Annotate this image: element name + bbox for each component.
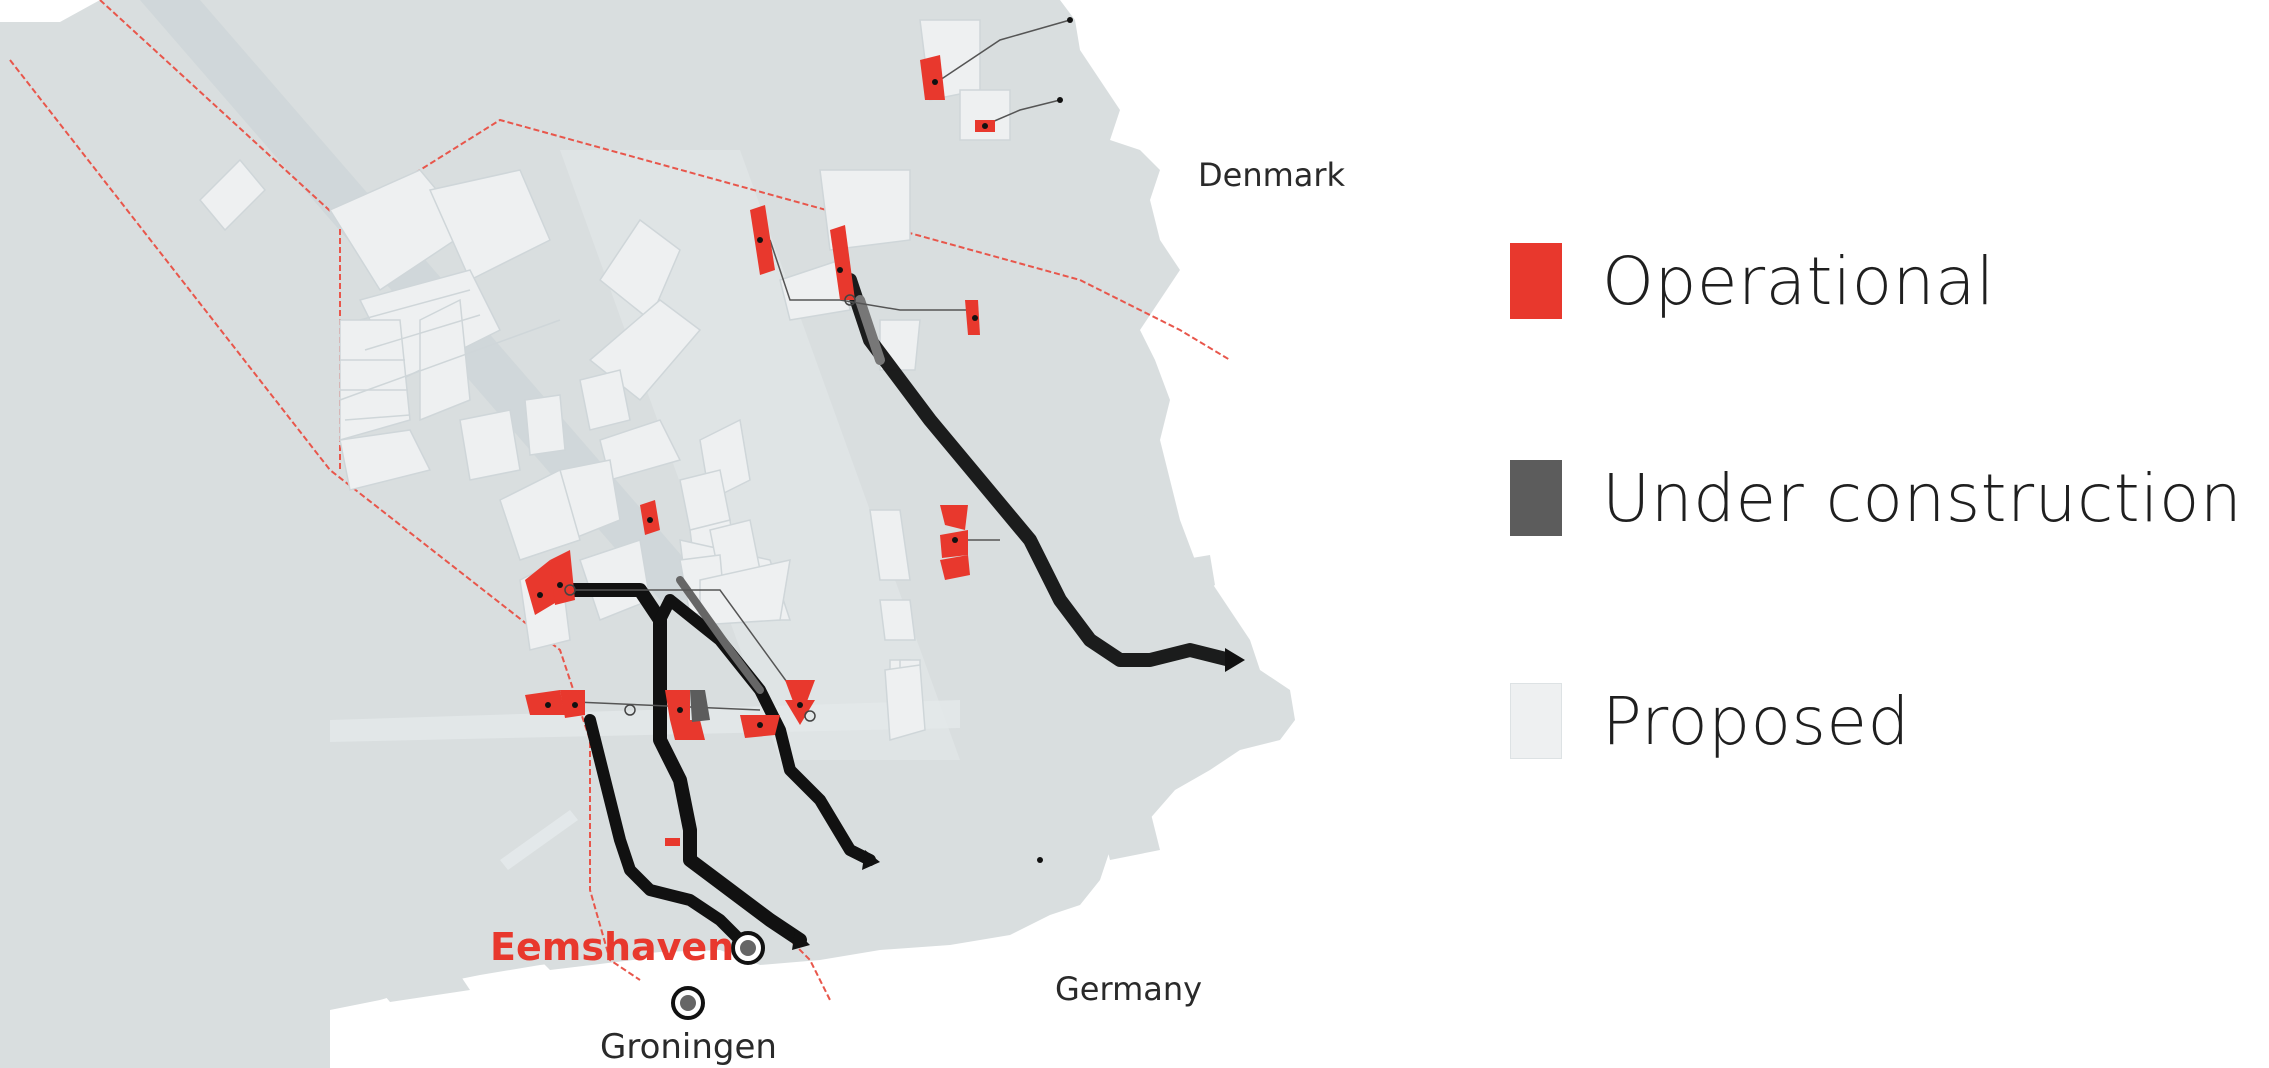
offshore-wind-map: Denmark Germany Groningen Eemshaven xyxy=(0,0,1500,1068)
land-area xyxy=(700,0,1500,1068)
island xyxy=(540,945,650,970)
legend-swatch-under-construction xyxy=(1510,460,1562,536)
place-label-germany: Germany xyxy=(1055,970,1202,1008)
hub-markers xyxy=(564,294,856,722)
island xyxy=(380,975,470,1002)
legend-label-operational: Operational xyxy=(1602,242,1995,320)
island xyxy=(1180,555,1215,600)
zone-gridlines xyxy=(339,289,561,421)
island xyxy=(1150,680,1200,730)
island xyxy=(1080,750,1120,800)
legend-label-under-construction: Under construction xyxy=(1602,459,2243,537)
eemshaven-marker xyxy=(731,931,765,965)
legend: Operational Under construction Proposed xyxy=(1510,220,2250,780)
land-area xyxy=(330,950,760,1068)
groningen-marker xyxy=(671,986,705,1020)
under-construction-farm xyxy=(690,690,710,722)
export-cables xyxy=(563,273,1237,947)
island xyxy=(1132,470,1170,520)
island xyxy=(1100,810,1160,860)
shipping-lane xyxy=(500,810,578,870)
legend-swatch-proposed xyxy=(1510,683,1562,759)
cable-arrow xyxy=(1225,648,1245,672)
legend-item-under-construction: Under construction xyxy=(1510,457,2242,539)
legend-swatch-operational xyxy=(1510,243,1562,319)
cable-arrow xyxy=(862,850,880,870)
legend-item-operational: Operational xyxy=(1510,240,1995,322)
place-label-denmark: Denmark xyxy=(1198,156,1346,194)
land-area xyxy=(0,0,100,22)
port-label-eemshaven: Eemshaven xyxy=(490,925,734,969)
substation-markers xyxy=(537,17,1073,863)
place-label-groningen: Groningen xyxy=(600,1027,777,1067)
legend-label-proposed: Proposed xyxy=(1602,682,1910,760)
legend-item-proposed: Proposed xyxy=(1510,680,1910,762)
cable-arrow xyxy=(792,930,810,950)
